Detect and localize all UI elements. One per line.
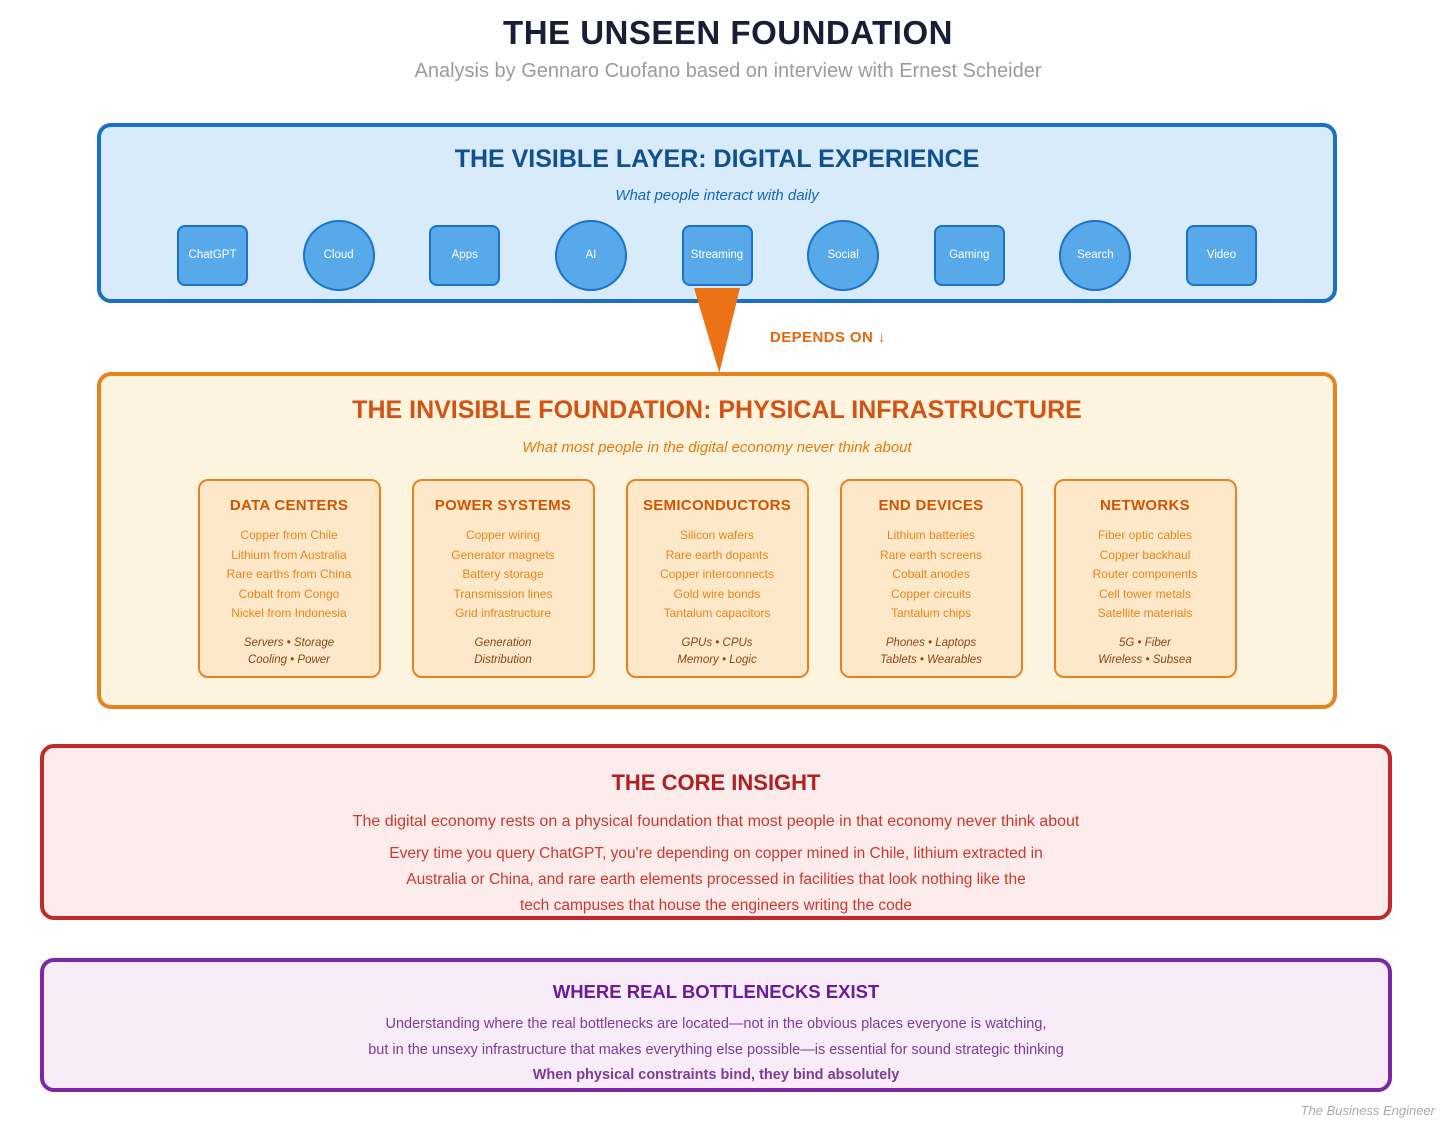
card-footer: Generation Distribution bbox=[414, 635, 593, 669]
visible-layer-title: THE VISIBLE LAYER: DIGITAL EXPERIENCE bbox=[454, 145, 980, 173]
visible-item-ai: AI bbox=[554, 219, 627, 291]
card-item: Rare earth dopants bbox=[665, 547, 769, 562]
card-item: Lithium batteries bbox=[886, 528, 976, 542]
core-insight-section: THE CORE INSIGHT The digital economy res… bbox=[40, 744, 1392, 920]
foundation-title: THE INVISIBLE FOUNDATION: PHYSICAL INFRA… bbox=[352, 396, 1082, 424]
depends-on-arrow-icon bbox=[694, 288, 740, 373]
card-items: Copper from Chile Lithium from Australia… bbox=[200, 526, 379, 624]
card-items: Lithium batteries Rare earth screens Cob… bbox=[842, 526, 1021, 624]
visible-item-search: Search bbox=[1059, 219, 1132, 291]
bottlenecks-body: Understanding where the real bottlenecks… bbox=[44, 1012, 1388, 1089]
card-item: Silicon wafers bbox=[679, 528, 755, 542]
bottlenecks-line: Understanding where the real bottlenecks… bbox=[385, 1016, 1047, 1032]
visible-item-cloud: Cloud bbox=[302, 219, 375, 291]
visible-item-label: Streaming bbox=[690, 249, 744, 261]
card-item: Copper from Chile bbox=[240, 528, 338, 542]
card-item: Gold wire bonds bbox=[673, 586, 761, 601]
visible-item-label: Video bbox=[1206, 249, 1237, 261]
core-insight-line: tech campuses that house the engineers w… bbox=[519, 897, 913, 914]
card-item: Grid infrastructure bbox=[454, 606, 552, 620]
card-footer-line: Distribution bbox=[474, 653, 532, 666]
card-item: Copper backhaul bbox=[1099, 547, 1191, 562]
card-footer: Phones • Laptops Tablets • Wearables bbox=[842, 635, 1021, 669]
card-footer-line: Wireless • Subsea bbox=[1098, 653, 1192, 666]
visible-item-social: Social bbox=[807, 219, 880, 291]
card-item: Battery storage bbox=[462, 567, 544, 581]
bottlenecks-title: WHERE REAL BOTTLENECKS EXIST bbox=[552, 981, 880, 1002]
page-title: THE UNSEEN FOUNDATION bbox=[503, 14, 953, 51]
card-footer-line: GPUs • CPUs bbox=[681, 636, 753, 649]
visible-item-streaming: Streaming bbox=[681, 224, 753, 286]
card-item: Fiber optic cables bbox=[1097, 528, 1193, 542]
card-footer-line: Tablets • Wearables bbox=[880, 653, 982, 666]
card-item: Cobalt anodes bbox=[892, 567, 970, 581]
card-footer: GPUs • CPUs Memory • Logic bbox=[628, 635, 807, 669]
card-footer-line: Cooling • Power bbox=[247, 653, 330, 666]
foundation-subtitle: What most people in the digital economy … bbox=[522, 439, 912, 456]
card-item: Copper circuits bbox=[890, 586, 972, 601]
core-insight-line: Every time you query ChatGPT, you're dep… bbox=[389, 845, 1043, 862]
card-power-systems: POWER SYSTEMS Copper wiring Generator ma… bbox=[411, 479, 595, 678]
visible-item-label: Social bbox=[827, 249, 859, 261]
card-item: Generator magnets bbox=[451, 547, 555, 562]
card-footer-line: 5G • Fiber bbox=[1119, 636, 1171, 649]
card-item: Tantalum chips bbox=[890, 606, 972, 620]
card-items: Fiber optic cables Copper backhaul Route… bbox=[1056, 526, 1235, 624]
card-item: Transmission lines bbox=[453, 586, 553, 601]
card-title: DATA CENTERS bbox=[229, 497, 349, 514]
visible-item-label: Apps bbox=[451, 249, 478, 261]
foundation-cards-row: DATA CENTERS Copper from Chile Lithium f… bbox=[101, 479, 1333, 678]
visible-item-label: Cloud bbox=[323, 249, 354, 261]
card-title: NETWORKS bbox=[1100, 497, 1190, 514]
core-insight-line: Australia or China, and rare earth eleme… bbox=[406, 871, 1026, 888]
card-footer-line: Servers • Storage bbox=[243, 636, 335, 649]
card-items: Silicon wafers Rare earth dopants Copper… bbox=[628, 526, 807, 624]
card-item: Router components bbox=[1092, 567, 1198, 581]
card-item: Tantalum capacitors bbox=[663, 606, 771, 620]
visible-item-apps: Apps bbox=[429, 224, 501, 286]
visible-layer-subtitle: What people interact with daily bbox=[615, 187, 819, 204]
brand-footer: The Business Engineer bbox=[1300, 1103, 1435, 1118]
visible-item-gaming: Gaming bbox=[933, 224, 1005, 286]
card-item: Cell tower metals bbox=[1098, 586, 1192, 601]
core-insight-body: Every time you query ChatGPT, you're dep… bbox=[44, 841, 1388, 919]
card-item: Copper wiring bbox=[465, 528, 541, 542]
page-subtitle: Analysis by Gennaro Cuofano based on int… bbox=[414, 60, 1042, 82]
depends-on-label: DEPENDS ON ↓ bbox=[770, 329, 886, 346]
card-data-centers: DATA CENTERS Copper from Chile Lithium f… bbox=[197, 479, 381, 678]
visible-item-label: AI bbox=[585, 249, 597, 261]
visible-layer-section: THE VISIBLE LAYER: DIGITAL EXPERIENCE Wh… bbox=[97, 123, 1337, 303]
visible-item-label: Search bbox=[1077, 249, 1114, 261]
visible-item-chatgpt: ChatGPT bbox=[177, 224, 248, 286]
card-footer-line: Generation bbox=[474, 636, 532, 649]
core-insight-title: THE CORE INSIGHT bbox=[611, 770, 821, 795]
card-items: Copper wiring Generator magnets Battery … bbox=[414, 526, 593, 624]
card-item: Satellite materials bbox=[1097, 606, 1193, 620]
card-footer: 5G • Fiber Wireless • Subsea bbox=[1056, 635, 1235, 669]
card-title: POWER SYSTEMS bbox=[434, 497, 572, 514]
card-item: Rare earths from China bbox=[226, 567, 352, 581]
visible-item-label: ChatGPT bbox=[188, 249, 237, 261]
card-footer-line: Phones • Laptops bbox=[885, 636, 977, 649]
card-title: END DEVICES bbox=[878, 497, 984, 514]
bottlenecks-section: WHERE REAL BOTTLENECKS EXIST Understandi… bbox=[40, 958, 1392, 1092]
card-networks: NETWORKS Fiber optic cables Copper backh… bbox=[1053, 479, 1237, 678]
card-item: Cobalt from Congo bbox=[238, 586, 340, 601]
visible-item-video: Video bbox=[1186, 224, 1257, 286]
card-footer-line: Memory • Logic bbox=[677, 653, 757, 666]
card-title: SEMICONDUCTORS bbox=[642, 497, 792, 514]
digital-items-row: ChatGPT Cloud Apps AI Streaming Social G… bbox=[101, 219, 1333, 291]
card-semiconductors: SEMICONDUCTORS Silicon wafers Rare earth… bbox=[625, 479, 809, 678]
visible-item-label: Gaming bbox=[949, 249, 990, 261]
bottlenecks-line: but in the unsexy infrastructure that ma… bbox=[368, 1041, 1064, 1058]
card-end-devices: END DEVICES Lithium batteries Rare earth… bbox=[839, 479, 1023, 678]
card-footer: Servers • Storage Cooling • Power bbox=[200, 635, 379, 669]
card-item: Nickel from Indonesia bbox=[231, 606, 347, 620]
card-item: Lithium from Australia bbox=[231, 547, 347, 562]
card-item: Rare earth screens bbox=[879, 547, 983, 562]
core-insight-lead: The digital economy rests on a physical … bbox=[352, 813, 1080, 830]
foundation-section: THE INVISIBLE FOUNDATION: PHYSICAL INFRA… bbox=[97, 372, 1337, 709]
card-item: Copper interconnects bbox=[659, 567, 775, 581]
bottlenecks-emphasis: When physical constraints bind, they bin… bbox=[532, 1067, 900, 1083]
